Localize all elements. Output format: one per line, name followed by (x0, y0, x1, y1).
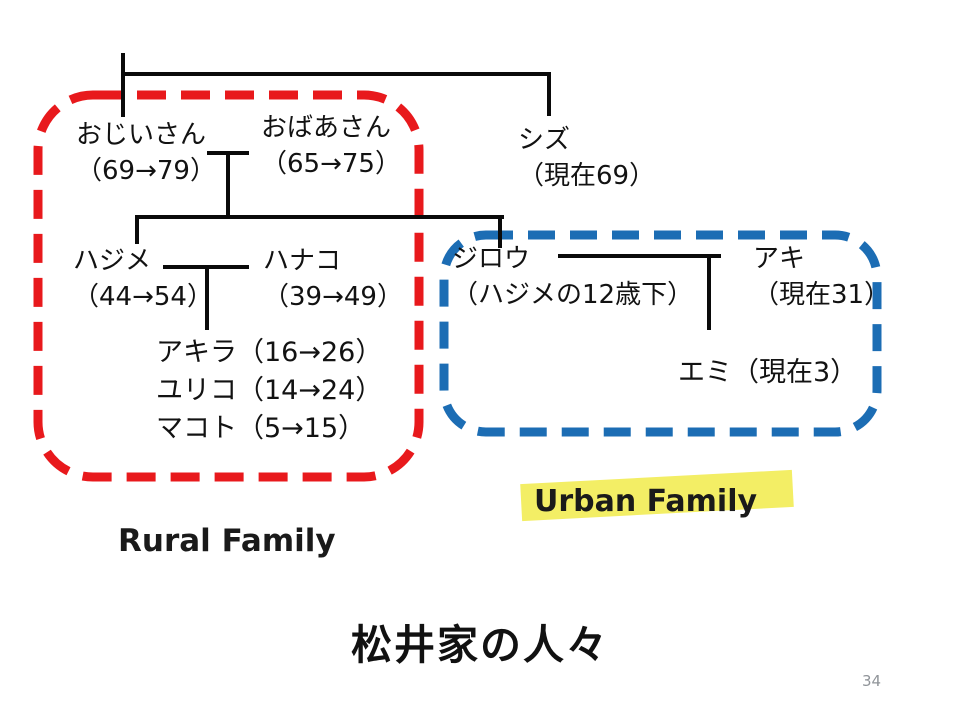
person-jiro: ジロウ （ハジメの12歳下） (452, 241, 693, 313)
child-yuriko: ユリコ（14→24） (156, 375, 383, 406)
person-detail: （44→54） (73, 282, 213, 312)
connector-jiro-children-down (707, 254, 711, 330)
person-detail: （ハジメの12歳下） (452, 280, 694, 310)
person-name: シズ (518, 125, 571, 155)
connector-jiro-tick (498, 215, 502, 248)
person-detail: （39→49） (263, 282, 403, 312)
person-name: おじいさん (76, 120, 207, 150)
connector-top-horizontal (121, 72, 551, 76)
child-emi: エミ（現在3） (678, 357, 858, 388)
person-detail: （69→79） (76, 156, 216, 186)
page-number: 34 (862, 672, 882, 690)
person-aki: アキ （現在31） (753, 241, 890, 313)
person-name: ハジメ (73, 246, 152, 276)
connector-shizu-vertical (547, 72, 551, 116)
child-makoto: マコト（5→15） (156, 413, 366, 444)
rural-family-label: Rural Family (118, 523, 336, 559)
connector-jiro-marriage (558, 254, 721, 258)
urban-family-label: Urban Family (534, 484, 758, 519)
rural-children-list: アキラ（16→26） ユリコ（14→24） マコト（5→15） (156, 334, 382, 448)
person-detail: （65→75） (261, 149, 401, 179)
person-shizu: シズ （現在69） (518, 122, 655, 194)
connector-sibling-horizontal (135, 215, 504, 219)
rural-family-box (33, 90, 424, 482)
urban-family-box (439, 230, 882, 437)
person-hanako: ハナコ （39→49） (263, 243, 403, 315)
connector-grandparents-down (226, 151, 230, 219)
person-detail: （現在69） (518, 161, 656, 191)
connector-top-left-vertical (121, 53, 125, 117)
connector-hajime-tick (135, 215, 139, 244)
person-grandmother: おばあさん （65→75） (261, 110, 401, 182)
person-name: ジロウ (452, 244, 531, 274)
person-name: アキ (753, 244, 806, 274)
person-detail: （現在31） (753, 280, 891, 310)
slide-title: 松井家の人々 (351, 621, 609, 669)
child-akira: アキラ（16→26） (156, 337, 383, 368)
connector-hajime-children-down (205, 265, 209, 330)
person-grandfather: おじいさん （69→79） (76, 117, 216, 189)
person-hajime: ハジメ （44→54） (73, 243, 213, 315)
person-name: ハナコ (263, 246, 342, 276)
person-name: おばあさん (261, 113, 392, 143)
